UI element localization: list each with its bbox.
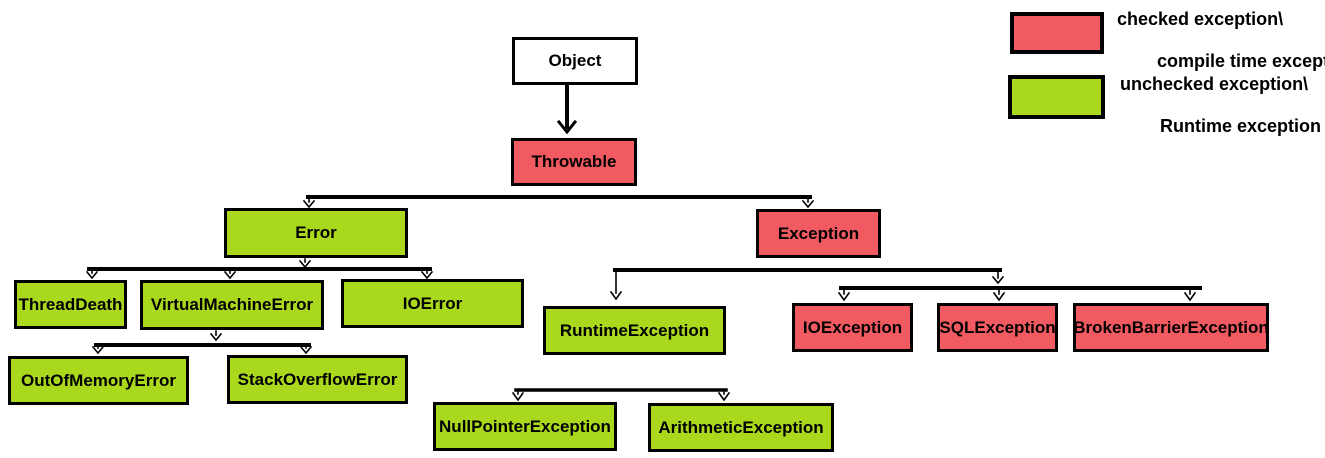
node-ioerror: IOError [341,279,524,328]
edge-error-stem [298,258,312,269]
node-ioexception: IOException [792,303,913,352]
legend-label-unchecked: unchecked exception\ Runtime exception [1120,74,1321,137]
node-stackoverflowerror: StackOverflowError [227,355,408,404]
node-sqlexception: SQLException [937,303,1058,352]
node-threaddeath: ThreadDeath [14,280,127,329]
legend-checked-line2: compile time exception [1157,51,1325,71]
legend-swatch-checked [1010,12,1104,54]
edge-virtualmachineerror-children [91,343,313,355]
legend-checked-line1: checked exception\ [1117,9,1284,29]
node-runtimeexception: RuntimeException [543,306,726,355]
node-exception: Exception [756,209,881,258]
edge-throwable-children [302,195,815,209]
legend-swatch-unchecked [1008,75,1105,119]
node-object: Object [512,37,638,85]
edge-error-children [85,267,434,280]
node-throwable: Throwable [511,138,637,186]
node-virtualmachineerror: VirtualMachineError [140,280,324,330]
node-outofmemoryerror: OutOfMemoryError [8,356,189,405]
legend-unchecked-line1: unchecked exception\ [1120,74,1309,94]
node-nullpointerexception: NullPointerException [433,402,617,451]
node-brokenbarrierexception: BrokenBarrierException [1073,303,1269,352]
edge-runtimeexception-children [511,388,731,402]
node-error: Error [224,208,408,258]
edge-virtualmachineerror-stem [209,330,223,342]
legend-label-checked: checked exception\ compile time exceptio… [1117,9,1325,72]
edge-exception-children [609,268,1005,301]
edge-checked-group [837,286,1202,302]
edge-object-throwable [556,83,578,135]
node-arithmeticexception: ArithmeticException [648,403,834,452]
legend-unchecked-line2: Runtime exception [1160,116,1322,136]
